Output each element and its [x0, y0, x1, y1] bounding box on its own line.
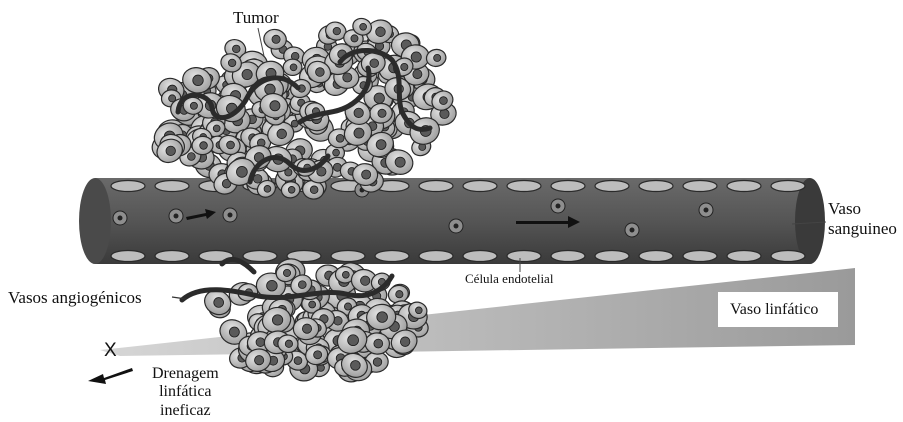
endothelial-cell [507, 181, 541, 192]
endothelial-cell [111, 181, 145, 192]
circulating-tumor-cell [223, 208, 237, 222]
tumor-mass-top [148, 16, 458, 201]
endothelial-cell [639, 181, 673, 192]
endothelial-cell [507, 251, 541, 262]
tumor-cell [293, 318, 318, 340]
drainage-label-line2: linfática [152, 383, 219, 401]
endothelial-cell [551, 251, 585, 262]
endothelial-cell [419, 181, 453, 192]
ineffective-drainage-label: Drenagem linfática ineficaz [152, 365, 219, 420]
circulating-tumor-cell [169, 209, 183, 223]
circulating-tumor-cell [551, 199, 565, 213]
endothelial-cell [243, 251, 277, 262]
endothelial-cell [155, 181, 189, 192]
blood-vessel-label: Vaso sanguineo [828, 199, 897, 238]
tumor-label: Tumor [233, 8, 279, 28]
drainage-arrow [88, 368, 133, 384]
endothelial-cell [683, 251, 717, 262]
drainage-label-line3: ineficaz [152, 402, 219, 420]
tumor-mass-bottom [200, 256, 430, 385]
endothelial-cell [375, 251, 409, 262]
blood-vessel-label-line1: Vaso [828, 199, 897, 219]
angiogenic-vessels-label: Vasos angiogénicos [8, 288, 142, 308]
endothelial-cell [463, 181, 497, 192]
circulating-tumor-cell [625, 223, 639, 237]
circulating-tumor-cell [113, 211, 127, 225]
endothelial-cell-label: Célula endotelial [465, 272, 553, 287]
blood-vessel [79, 178, 825, 264]
endothelial-cell [727, 251, 761, 262]
endothelial-cell [595, 251, 629, 262]
endothelial-cell [595, 181, 629, 192]
endothelial-cell [331, 251, 365, 262]
circulating-tumor-cell [699, 203, 713, 217]
blocked-drainage-mark: X [104, 340, 117, 362]
endothelial-cell [111, 251, 145, 262]
endothelial-cell [771, 251, 805, 262]
endothelial-cell [551, 181, 585, 192]
drainage-label-line1: Drenagem [152, 365, 219, 383]
endothelial-cell [155, 251, 189, 262]
lymphatic-vessel-label: Vaso linfático [730, 301, 818, 319]
tumor-cell [425, 48, 447, 68]
endothelial-cell [771, 181, 805, 192]
endothelial-cell [727, 181, 761, 192]
endothelial-cell [463, 251, 497, 262]
endothelial-cell [639, 251, 673, 262]
blood-vessel-label-line2: sanguineo [828, 219, 897, 239]
tumor-label-leader [258, 28, 264, 56]
endothelial-cell [419, 251, 453, 262]
endothelial-cell [683, 181, 717, 192]
tumor-cell [283, 59, 302, 75]
circulating-tumor-cell [449, 219, 463, 233]
